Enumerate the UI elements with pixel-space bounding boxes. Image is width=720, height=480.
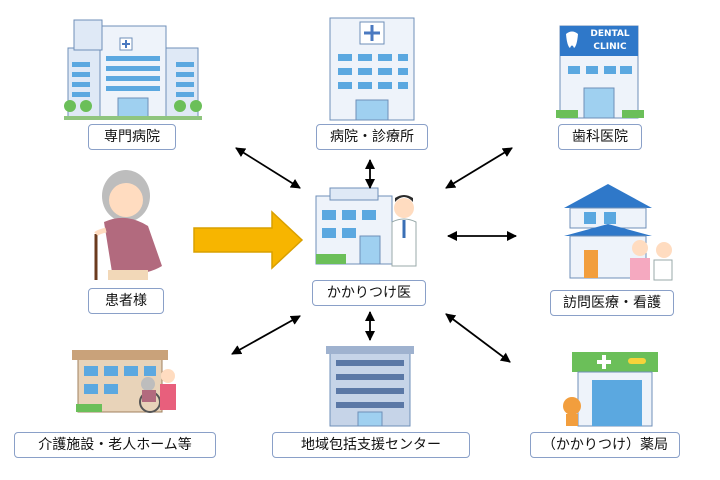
label-dental-clinic: 歯科医院 <box>558 124 642 150</box>
dental-clinic-icon <box>556 25 644 119</box>
label-community-center: 地域包括支援センター <box>272 432 470 458</box>
home-visit-nurse-icon <box>564 184 673 281</box>
arrow-specialty-hospital <box>235 147 301 189</box>
label-specialty-hospital: 専門病院 <box>88 124 176 150</box>
community-center-icon <box>326 346 414 427</box>
pharmacy-icon <box>563 352 658 427</box>
arrow-care-facility <box>231 315 301 355</box>
label-hospital-clinic: 病院・診療所 <box>316 124 428 150</box>
arrow-pharmacy <box>445 313 511 363</box>
doctor-icon <box>315 187 417 267</box>
label-care-facility: 介護施設・老人ホーム等 <box>14 432 216 458</box>
clinic-building-icon <box>329 17 415 121</box>
dental-sign-text: DENTAL CLINIC <box>590 29 630 52</box>
label-patient: 患者様 <box>88 288 164 314</box>
label-family-doctor: かかりつけ医 <box>312 280 426 306</box>
elderly-woman-icon <box>94 170 162 280</box>
label-pharmacy: （かかりつけ）薬局 <box>530 432 680 458</box>
hospital-building-icon <box>64 19 202 120</box>
nursing-home-icon <box>72 350 176 413</box>
label-home-visit: 訪問医療・看護 <box>550 290 674 316</box>
patient-to-doctor-arrow <box>193 210 304 270</box>
arrow-dental-clinic <box>445 147 513 189</box>
